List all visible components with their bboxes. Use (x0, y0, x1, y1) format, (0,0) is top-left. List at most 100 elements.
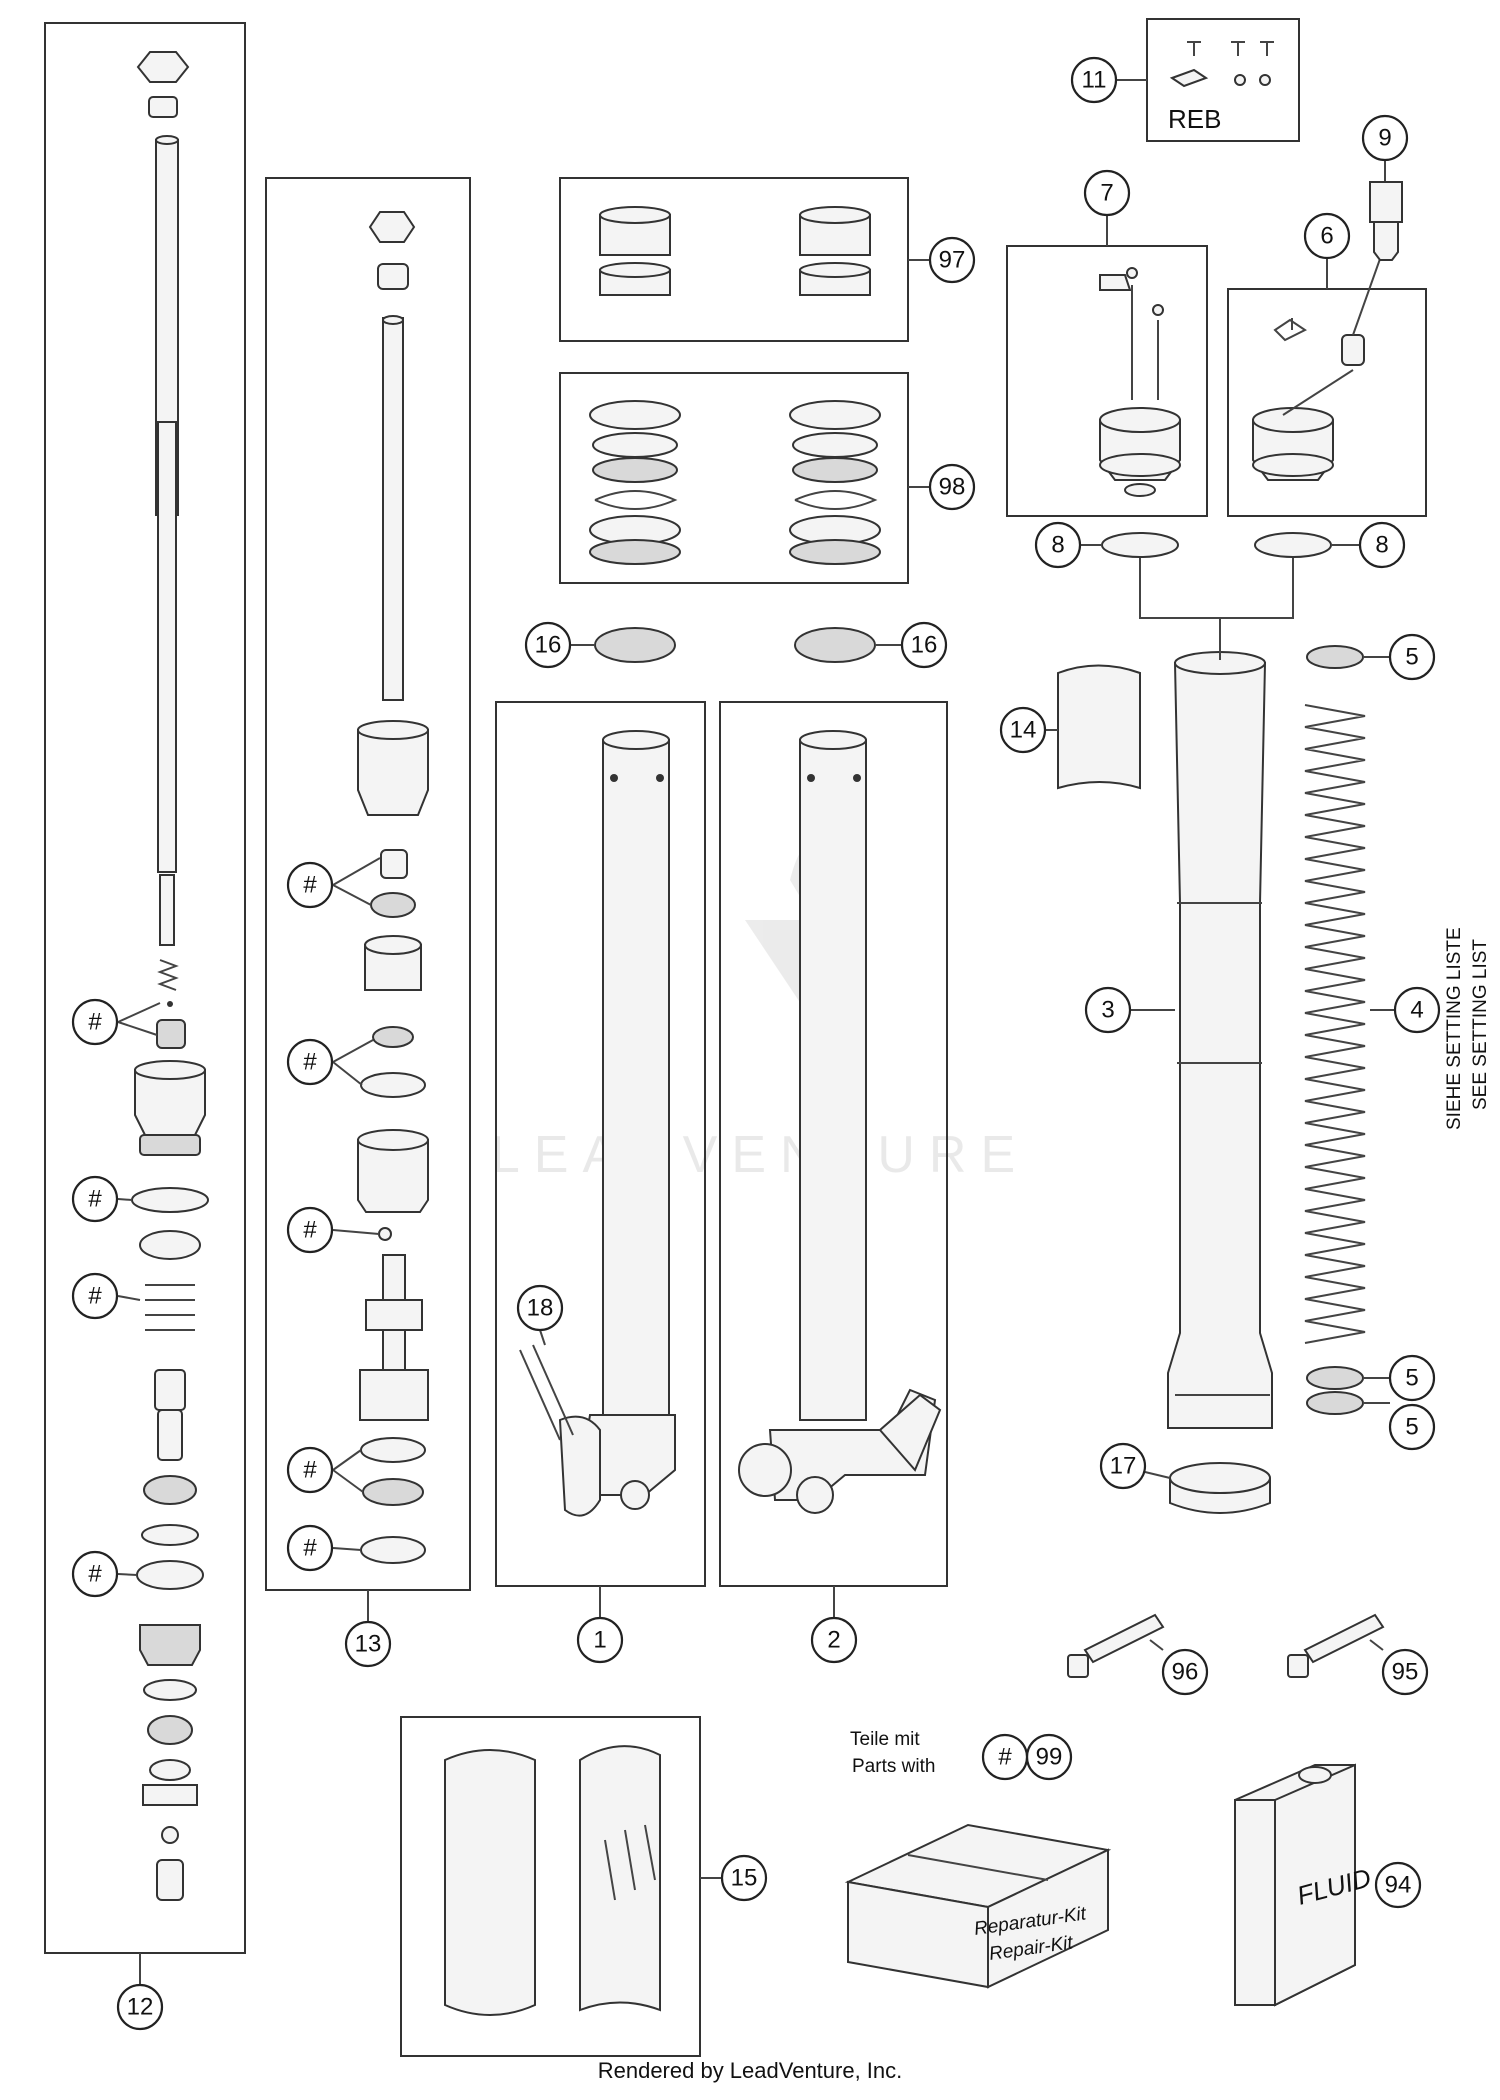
svg-text:5: 5 (1405, 1365, 1418, 1392)
fork-cap-7 (1006, 216, 1208, 558)
callout-17: 17 (1099, 1442, 1147, 1490)
watermark-text: LEADVENTURE (491, 1126, 1029, 1184)
svg-text:6: 6 (1320, 223, 1333, 250)
svg-text:16: 16 (535, 632, 562, 659)
callout-13: 13 (344, 1620, 392, 1668)
guide-bushings-97 (559, 177, 930, 342)
callout-1: 1 (576, 1616, 624, 1664)
svg-text:98: 98 (939, 474, 966, 501)
dust-wiper-16-right (794, 627, 876, 663)
svg-text:16: 16 (911, 632, 938, 659)
air-valve-9 (1369, 160, 1403, 261)
adjuster-ring-17 (1144, 1462, 1271, 1514)
callout-99: 99 (1025, 1733, 1073, 1781)
callout-hash-13d: # (286, 1446, 334, 1494)
callout-5-top: 5 (1388, 633, 1436, 681)
svg-text:#: # (88, 1283, 102, 1310)
callout-7: 7 (1083, 169, 1131, 217)
svg-text:#: # (303, 1535, 317, 1562)
svg-text:#: # (88, 1009, 102, 1036)
callout-3: 3 (1084, 986, 1132, 1034)
svg-text:#: # (303, 1217, 317, 1244)
box-12 (44, 22, 246, 1954)
svg-text:#: # (303, 1457, 317, 1484)
callout-8-right: 8 (1358, 521, 1406, 569)
repair-kit-box: Reparatur-Kit Repair-Kit (844, 1823, 1112, 1989)
svg-text:2: 2 (827, 1627, 840, 1654)
svg-text:5: 5 (1405, 644, 1418, 671)
fork-cap-6 (1227, 241, 1427, 558)
svg-text:#: # (88, 1186, 102, 1213)
callout-hash-12c: # (71, 1272, 119, 1320)
callout-5-mid: 5 (1388, 1354, 1436, 1402)
callout-hash-13a: # (286, 861, 334, 909)
svg-text:11: 11 (1082, 67, 1107, 94)
protector-sleeve-14 (1057, 664, 1141, 790)
callout-98: 98 (928, 463, 976, 511)
svg-text:17: 17 (1110, 1453, 1137, 1480)
seals-98 (559, 372, 930, 584)
callout-18: 18 (516, 1284, 564, 1332)
svg-text:1: 1 (593, 1627, 606, 1654)
inner-tube-3 (1130, 651, 1273, 1429)
svg-text:13: 13 (355, 1631, 382, 1658)
dust-wiper-16-left (594, 627, 676, 663)
callout-4: 4 (1393, 986, 1441, 1034)
fork-oil-can-94: FLUID (1234, 1763, 1374, 2007)
grease-tube-96 (1067, 1613, 1165, 1678)
parts-with-label: Parts with (852, 1756, 935, 1777)
setting-list-en: SEE SETTING LIST (1470, 939, 1491, 1110)
callout-hash-13c: # (286, 1206, 334, 1254)
svg-text:#: # (303, 1049, 317, 1076)
damper-cartridge-assembly-12 (44, 22, 246, 1985)
svg-text:94: 94 (1385, 1872, 1412, 1899)
callout-hash-12b: # (71, 1175, 119, 1223)
callout-16-right: 16 (900, 621, 948, 669)
svg-text:9: 9 (1378, 125, 1391, 152)
spring-4 (1304, 704, 1395, 1344)
svg-text:4: 4 (1410, 997, 1423, 1024)
svg-text:18: 18 (527, 1295, 554, 1322)
callout-14: 14 (999, 706, 1047, 754)
svg-text:8: 8 (1051, 532, 1064, 559)
callout-11: 11 (1070, 56, 1118, 104)
svg-text:97: 97 (939, 247, 966, 274)
svg-text:96: 96 (1172, 1659, 1199, 1686)
setting-list-de: SIEHE SETTING LISTE (1444, 927, 1465, 1130)
callout-hash-12d: # (71, 1550, 119, 1598)
callout-94: 94 (1374, 1861, 1422, 1909)
callout-hash-13e: # (286, 1524, 334, 1572)
footer-credit: Rendered by LeadVenture, Inc. (597, 2058, 903, 2083)
callout-hash-13b: # (286, 1038, 334, 1086)
fork-guards-15 (400, 1716, 722, 2057)
base-valve-assembly-13 (265, 177, 471, 1622)
teile-mit-label: Teile mit (850, 1729, 920, 1750)
callout-5-bottom: 5 (1388, 1403, 1436, 1451)
svg-text:3: 3 (1101, 997, 1114, 1024)
svg-text:95: 95 (1392, 1659, 1419, 1686)
callout-6: 6 (1303, 212, 1351, 260)
callout-hash-12a: # (71, 998, 119, 1046)
box-15 (400, 1716, 701, 2057)
svg-text:15: 15 (731, 1865, 758, 1892)
callout-8-left: 8 (1034, 521, 1082, 569)
callout-hash-99: # (981, 1733, 1029, 1781)
oring-8-left (1101, 532, 1179, 558)
callout-15: 15 (720, 1854, 768, 1902)
callout-95: 95 (1381, 1648, 1429, 1696)
svg-text:#: # (998, 1744, 1012, 1771)
callout-2: 2 (810, 1616, 858, 1664)
outer-tube-right-2 (719, 701, 948, 1618)
oring-8-right (1254, 532, 1332, 558)
svg-text:7: 7 (1100, 180, 1113, 207)
spacer-5-bottom (1306, 1391, 1364, 1415)
callout-96: 96 (1161, 1648, 1209, 1696)
callout-9: 9 (1361, 114, 1409, 162)
rebound-adjuster-kit-11: REB (1116, 18, 1300, 142)
callout-12: 12 (116, 1983, 164, 2031)
svg-text:#: # (88, 1561, 102, 1588)
svg-text:5: 5 (1405, 1414, 1418, 1441)
box-6 (1227, 288, 1427, 517)
callout-16-left: 16 (524, 621, 572, 669)
